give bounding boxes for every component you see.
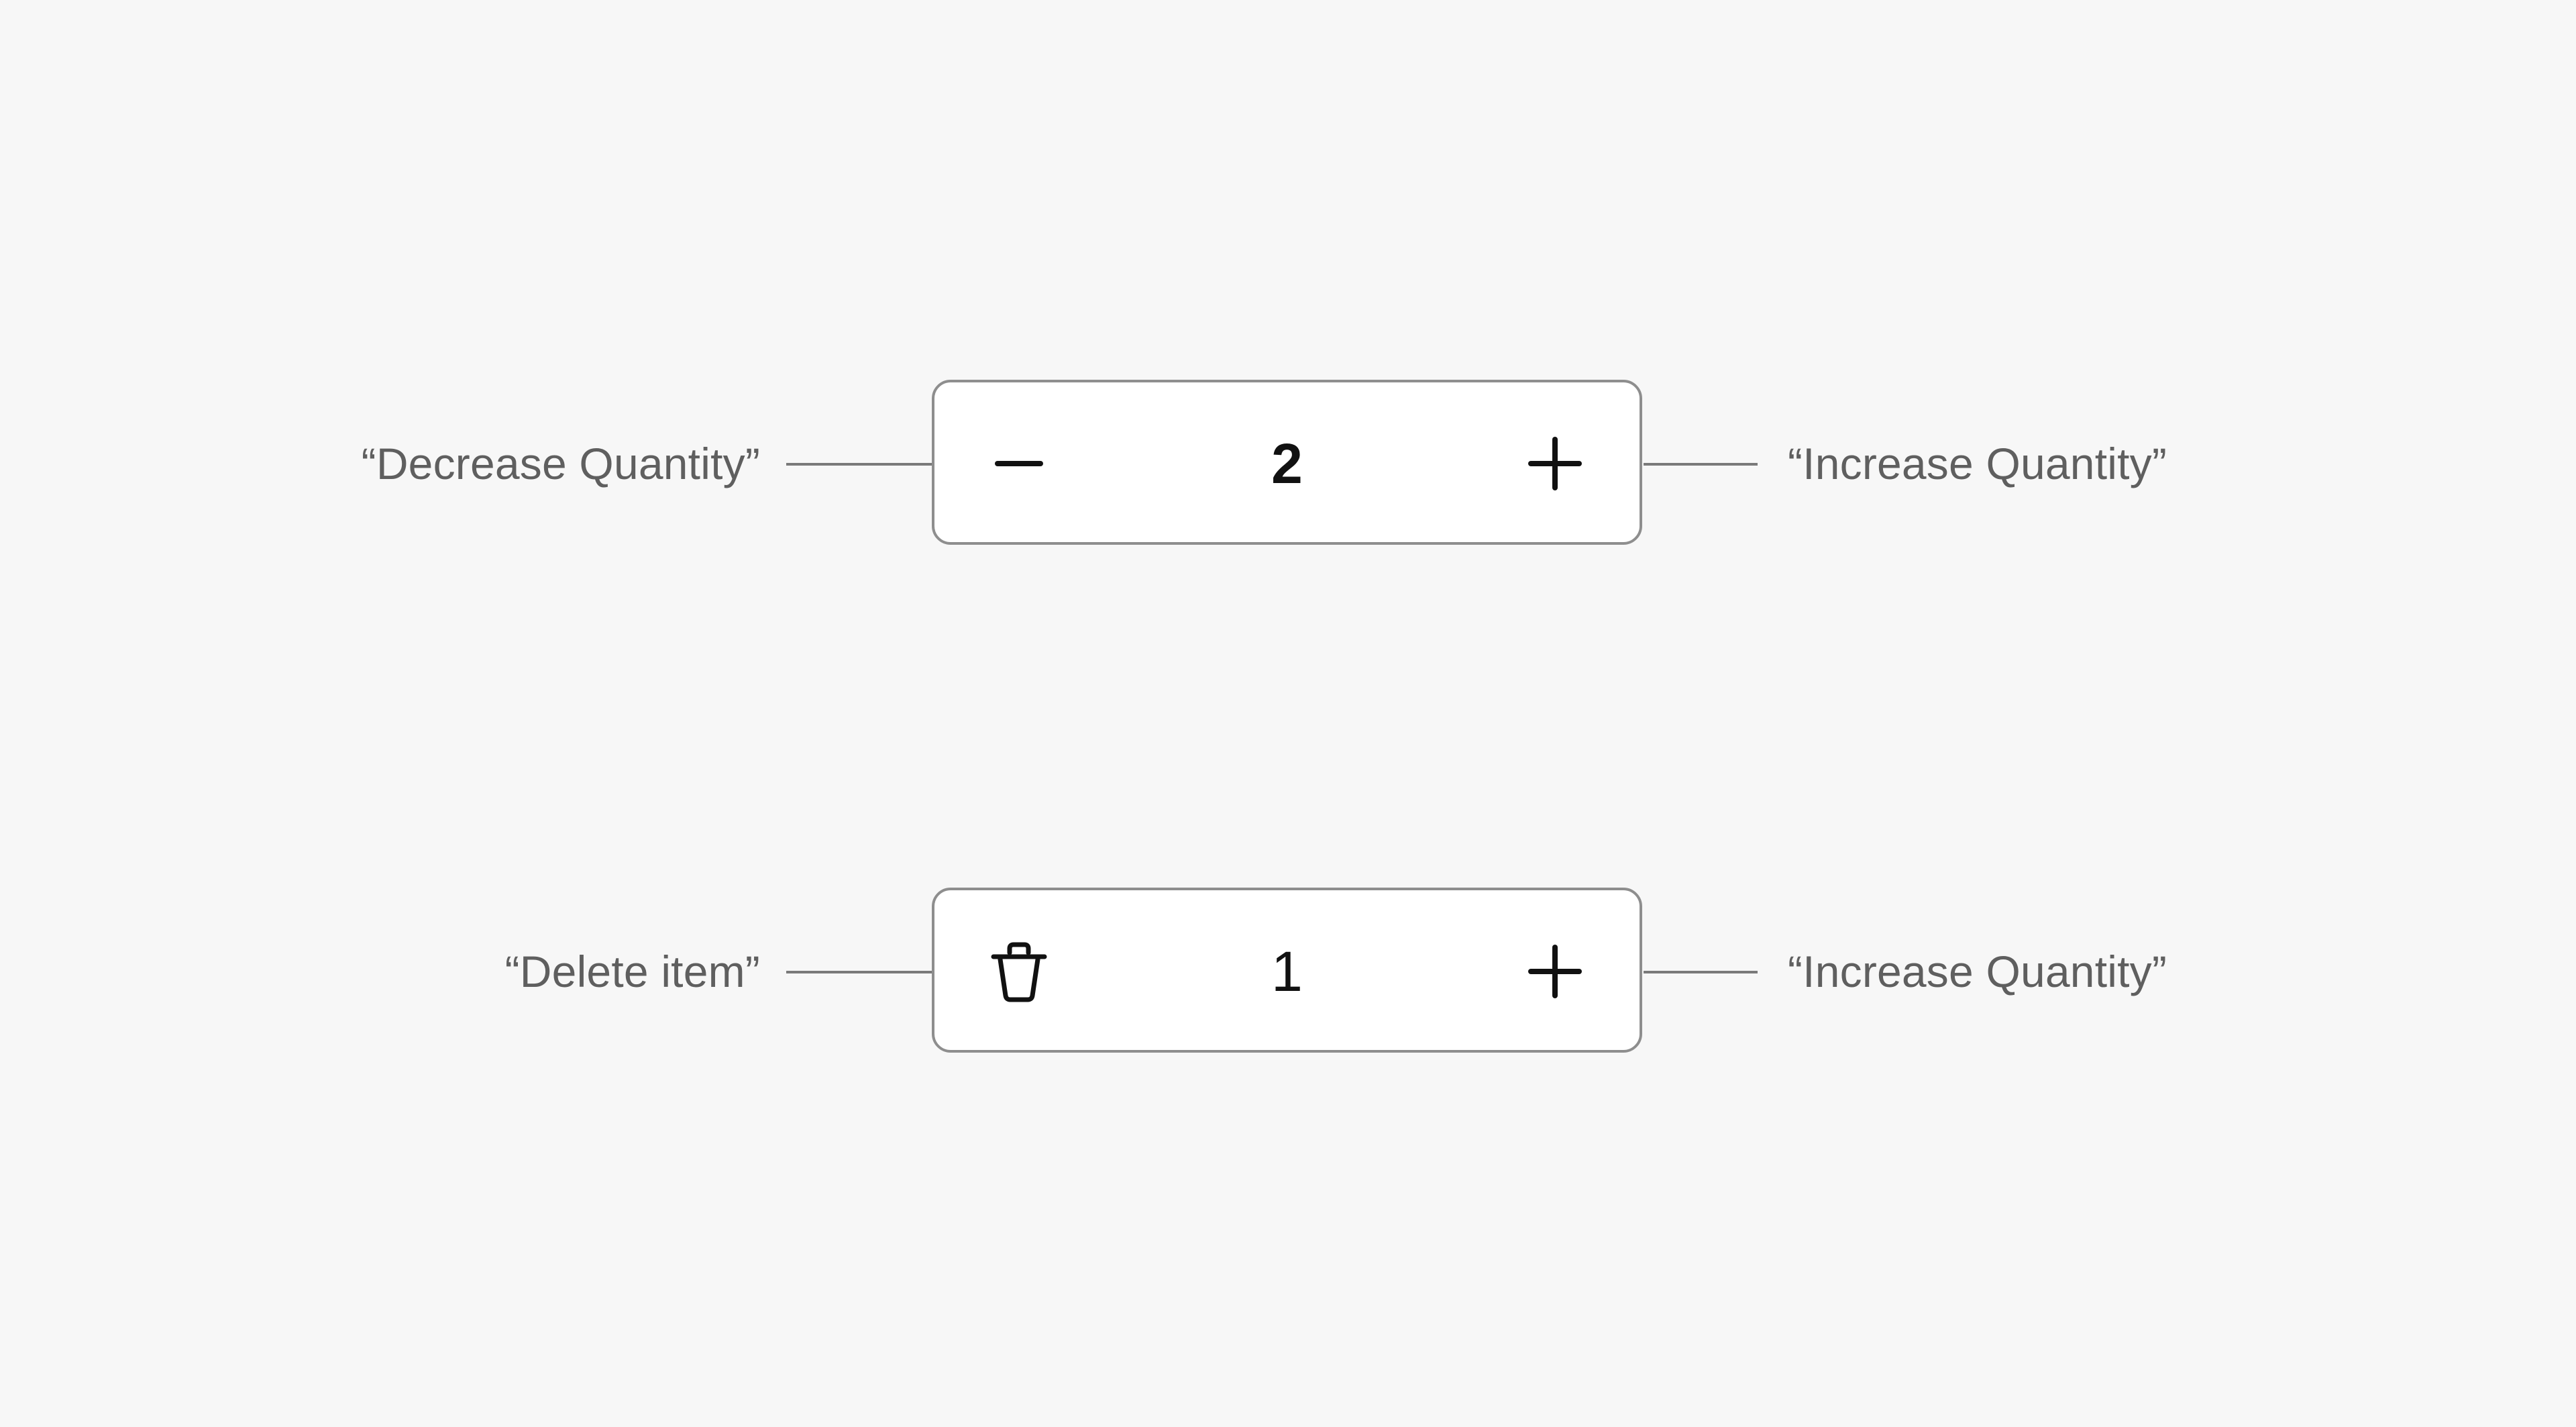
delete-item-callout: “Delete item” <box>504 947 760 996</box>
increase-leader-line <box>1644 971 1758 973</box>
minus-icon <box>995 461 1043 466</box>
quantity-value: 1 <box>1271 939 1303 1003</box>
quantity-stepper: 1 <box>932 888 1642 1053</box>
delete-leader-line <box>786 971 960 973</box>
quantity-value: 2 <box>1271 431 1303 495</box>
stepper-row-quantity-2: “Decrease Quantity” 2 “Increase Quantity… <box>0 380 2576 547</box>
decrease-leader-line <box>786 463 932 466</box>
increase-quantity-button[interactable] <box>1508 890 1602 1053</box>
decrease-quantity-button[interactable] <box>972 382 1066 545</box>
decrease-quantity-callout: “Decrease Quantity” <box>361 439 760 488</box>
plus-icon <box>1528 437 1582 490</box>
trash-icon <box>991 942 1047 1002</box>
increase-quantity-button[interactable] <box>1508 382 1602 545</box>
stepper-row-quantity-1: “Delete item” 1 “Increase Quantity” <box>0 888 2576 1055</box>
quantity-stepper: 2 <box>932 380 1642 545</box>
plus-icon <box>1528 945 1582 998</box>
increase-leader-line <box>1644 463 1758 466</box>
increase-quantity-callout: “Increase Quantity” <box>1788 439 2167 488</box>
delete-item-button[interactable] <box>972 890 1066 1053</box>
increase-quantity-callout: “Increase Quantity” <box>1788 947 2167 996</box>
